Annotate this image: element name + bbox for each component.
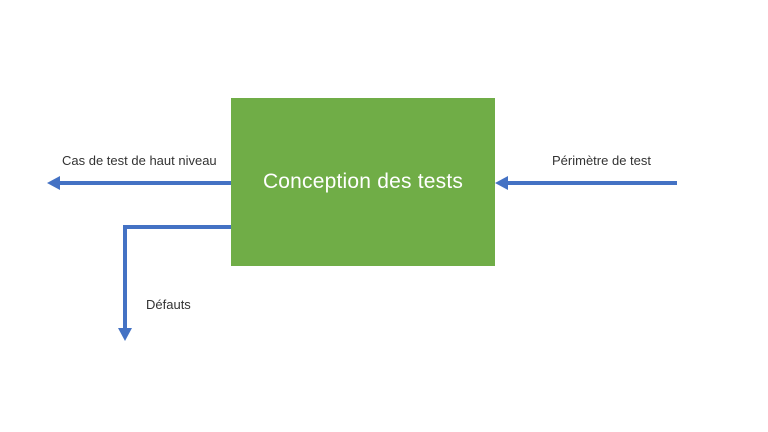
right-arrow-head-icon — [495, 176, 508, 190]
right-arrow-line — [507, 181, 677, 185]
down-arrow-label: Défauts — [146, 297, 191, 312]
down-arrow-horizontal-line — [123, 225, 231, 229]
left-arrow-label: Cas de test de haut niveau — [62, 153, 217, 168]
right-arrow-label: Périmètre de test — [552, 153, 651, 168]
process-box: Conception des tests — [231, 98, 495, 266]
left-arrow-line — [58, 181, 231, 185]
left-arrow-head-icon — [47, 176, 60, 190]
down-arrow-vertical-line — [123, 225, 127, 329]
process-box-label: Conception des tests — [262, 170, 464, 193]
down-arrow-head-icon — [118, 328, 132, 341]
